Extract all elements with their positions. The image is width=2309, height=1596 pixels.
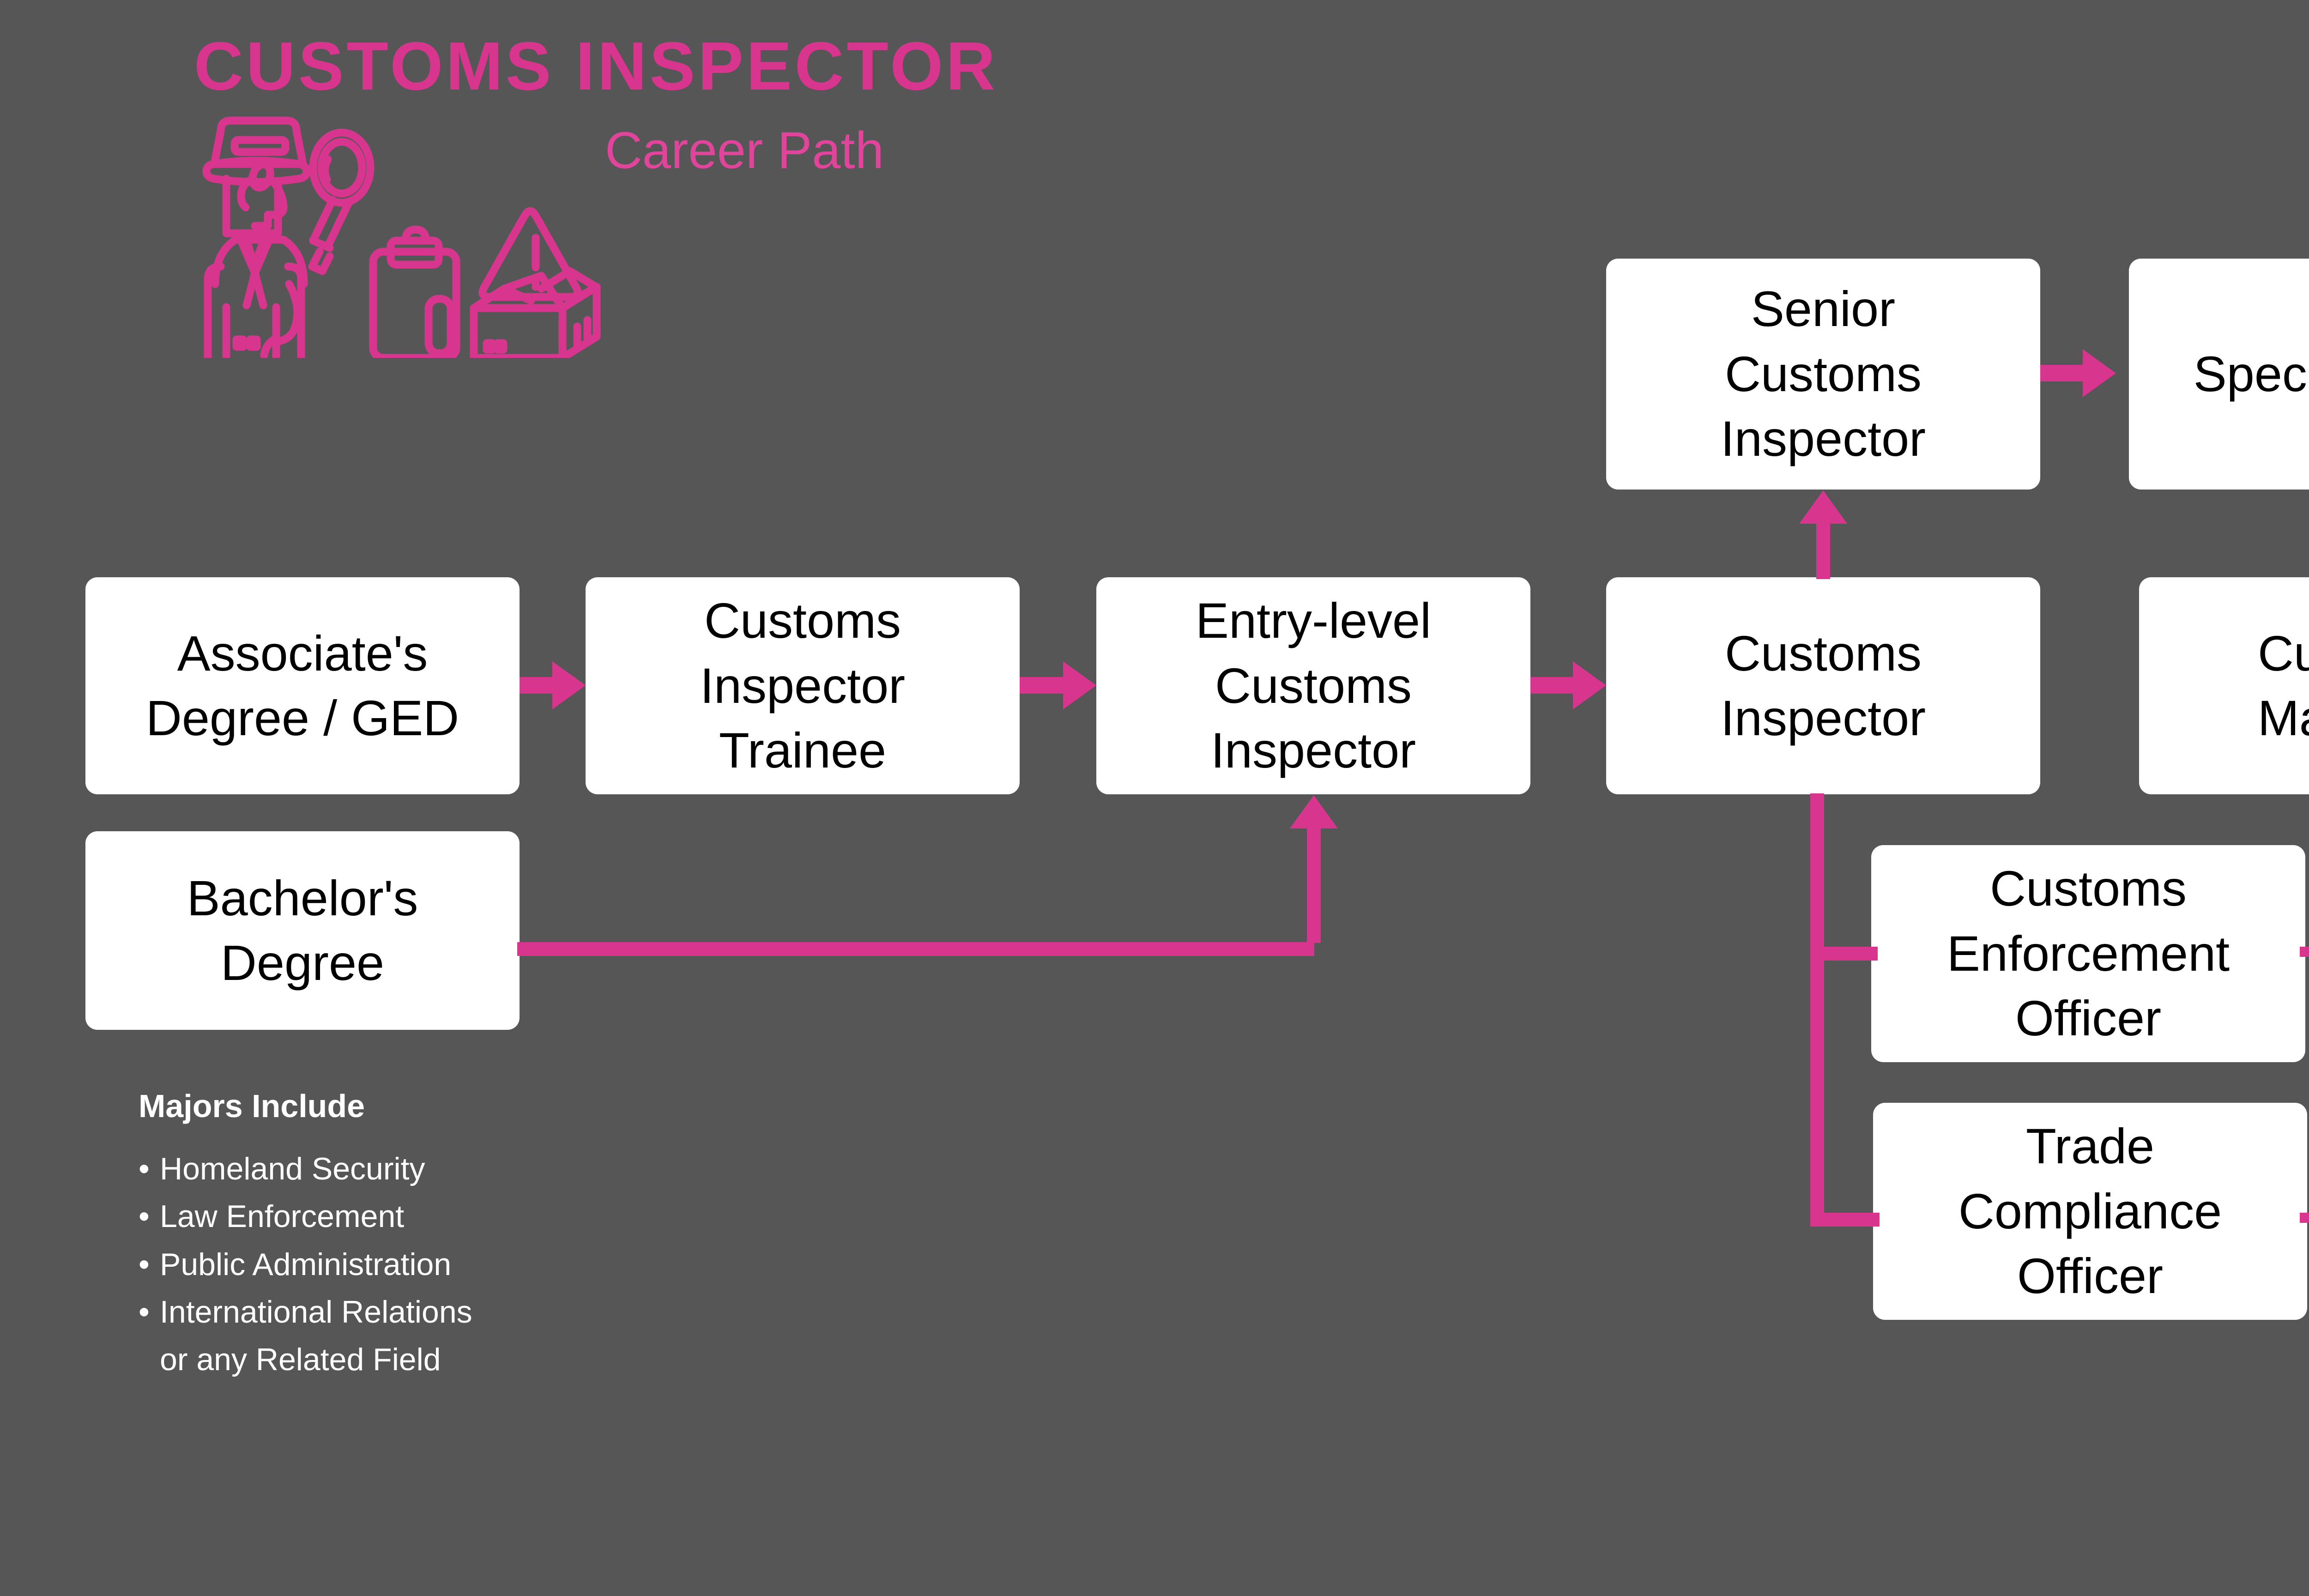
- list-item: • Public Administration: [139, 1241, 472, 1288]
- line-1: Bachelor's: [187, 870, 418, 926]
- line-2: Inspector: [1720, 690, 1926, 746]
- connector-inspector-branch-vertical: [1810, 793, 1824, 1227]
- list-item: • Law Enforcement: [139, 1193, 472, 1240]
- line-3: Inspector: [1720, 411, 1926, 467]
- bullet-icon: •: [139, 1294, 150, 1330]
- connector-branch-to-trade: [1810, 1213, 1880, 1227]
- connector-bachelors-horizontal: [517, 942, 1314, 956]
- line-3: Officer: [2015, 990, 2162, 1046]
- line-2: Degree / GED: [145, 690, 459, 746]
- list-item-label: or any Related Field: [160, 1342, 441, 1378]
- list-item-label: Law Enforcement: [160, 1199, 405, 1234]
- node-customs-enforcement-officer[interactable]: Customs Enforcement Officer: [1871, 845, 2305, 1062]
- arrowhead-inspector-to-senior: [1799, 490, 1847, 524]
- page-title: CUSTOMS INSPECTOR: [194, 28, 998, 104]
- line-1: Customs: [1989, 860, 2187, 917]
- majors-heading: Majors Include: [139, 1088, 365, 1124]
- node-customs-inspector-trainee-label: Customs Inspector Trainee: [700, 588, 905, 783]
- node-customs-manager[interactable]: Customs Manager: [2139, 577, 2309, 794]
- line-1: Trade: [2025, 1118, 2155, 1174]
- node-associate-degree-label: Associate's Degree / GED: [146, 621, 459, 751]
- line-2: Customs: [1215, 657, 1412, 713]
- list-item-label: International Relations: [160, 1294, 472, 1330]
- list-item: • International Relations: [139, 1288, 472, 1336]
- line-1: Customs: [2257, 625, 2309, 681]
- arrowhead-senior-to-special-agent: [2083, 349, 2116, 397]
- list-item: • Homeland Security: [139, 1145, 472, 1193]
- line-2: Enforcement: [1946, 925, 2230, 981]
- node-bachelors-degree-label: Bachelor's Degree: [187, 866, 418, 996]
- node-associate-degree[interactable]: Associate's Degree / GED: [85, 577, 520, 794]
- line-3: Trainee: [719, 722, 887, 779]
- list-item-label: Public Administration: [160, 1246, 452, 1282]
- line-1: Customs: [1724, 625, 1922, 681]
- list-item-continuation: or any Related Field: [139, 1336, 472, 1384]
- bullet-icon: •: [139, 1246, 150, 1282]
- node-senior-customs-inspector[interactable]: Senior Customs Inspector: [1606, 259, 2040, 490]
- line-1: Customs: [704, 592, 901, 649]
- node-trade-compliance-officer[interactable]: Trade Compliance Officer: [1873, 1103, 2307, 1320]
- line-2: Inspector: [700, 657, 906, 713]
- customs-inspector-illustration: [202, 116, 601, 358]
- connector-inspector-to-senior: [1816, 523, 1830, 579]
- line-2: Manager: [2257, 690, 2309, 746]
- page-subtitle: Career Path: [605, 121, 884, 179]
- node-entry-level-customs-inspector[interactable]: Entry-level Customs Inspector: [1096, 577, 1530, 794]
- node-special-agent-label: Special Agent: [2193, 345, 2309, 402]
- node-customs-manager-label: Customs Manager: [2258, 621, 2309, 751]
- line-2: Compliance: [1958, 1183, 2222, 1239]
- line-3: Inspector: [1210, 722, 1416, 779]
- arrowhead-bachelors-to-entry: [1290, 795, 1338, 828]
- node-customs-enforcement-officer-label: Customs Enforcement Officer: [1947, 856, 2230, 1051]
- arrowhead-entry-to-inspector: [1573, 661, 1606, 709]
- bullet-icon: •: [139, 1151, 150, 1186]
- arrowhead-trainee-to-entry: [1063, 661, 1096, 709]
- line-2: Degree: [220, 935, 385, 991]
- bullet-icon: •: [139, 1199, 150, 1234]
- list-item-label: Homeland Security: [160, 1151, 425, 1186]
- node-bachelors-degree[interactable]: Bachelor's Degree: [85, 831, 520, 1030]
- connector-branch-to-enforcement: [1810, 947, 1878, 961]
- connector-bachelors-vertical: [1307, 827, 1321, 943]
- node-customs-inspector[interactable]: Customs Inspector: [1606, 577, 2040, 794]
- node-entry-level-customs-inspector-label: Entry-level Customs Inspector: [1196, 588, 1431, 783]
- node-senior-customs-inspector-label: Senior Customs Inspector: [1721, 277, 1926, 471]
- connector-trade-to-border-patrol: [2300, 1213, 2309, 1223]
- majors-list: • Homeland Security • Law Enforcement • Pub…: [139, 1145, 472, 1384]
- line-3: Officer: [2017, 1248, 2164, 1304]
- node-trade-compliance-officer-label: Trade Compliance Officer: [1958, 1114, 2222, 1308]
- node-customs-inspector-label: Customs Inspector: [1721, 621, 1926, 751]
- connector-enforcement-to-immigration: [2300, 947, 2309, 957]
- node-special-agent[interactable]: Special Agent: [2129, 259, 2309, 490]
- line-1: Entry-level: [1195, 592, 1432, 649]
- line-1: Senior: [1751, 281, 1896, 337]
- arrowhead-associate-to-trainee: [552, 661, 586, 709]
- line-1: Associate's: [177, 625, 428, 681]
- node-customs-inspector-trainee[interactable]: Customs Inspector Trainee: [586, 577, 1020, 794]
- line-2: Customs: [1724, 345, 1922, 402]
